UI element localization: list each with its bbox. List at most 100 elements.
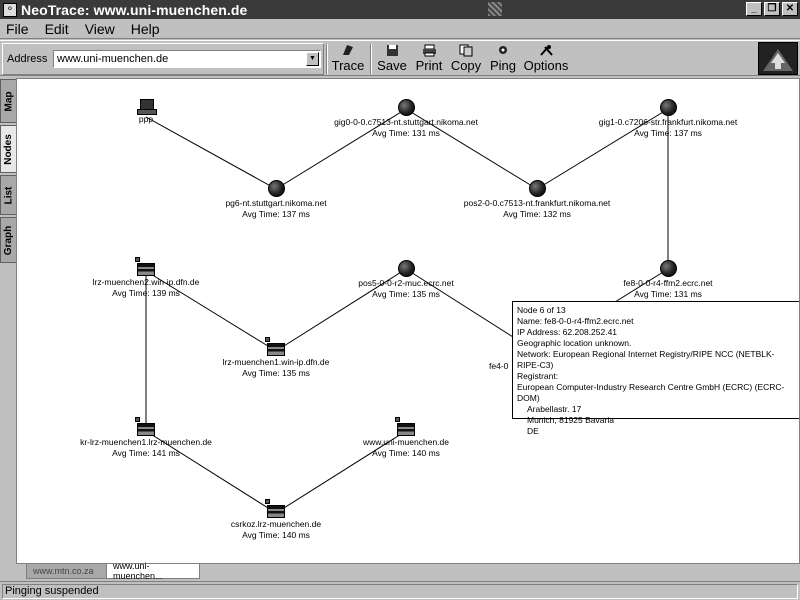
doc-tab-label: www.mtn.co.za <box>33 566 94 576</box>
close-button[interactable]: ✕ <box>782 2 798 16</box>
trace-label: Trace <box>331 58 365 73</box>
copy-button[interactable]: Copy <box>448 41 484 75</box>
link-line <box>145 116 277 190</box>
print-label: Print <box>415 58 443 73</box>
node-name: gig0-0-0.c7513-nt.stuttgart.nikoma.net <box>334 117 478 127</box>
router-icon <box>135 417 155 436</box>
tab-list[interactable]: List <box>0 175 16 215</box>
menu-view[interactable]: View <box>84 20 115 37</box>
computer-icon <box>137 99 157 115</box>
node-time: Avg Time: 135 ms <box>372 289 440 299</box>
tooltip-line: IP Address: 62.208.252.41 <box>517 327 618 337</box>
node-name: gig1-0.c7206-str.frankfurt.nikoma.net <box>598 117 738 127</box>
node-name: csrkoz.lrz-muenchen.de <box>230 519 322 529</box>
router-icon <box>265 337 285 356</box>
globe-icon <box>397 99 415 116</box>
tab-nodes-label: Nodes <box>3 133 14 165</box>
link-line <box>145 430 277 514</box>
ping-icon <box>495 43 511 57</box>
address-input[interactable]: www.uni-muenchen.de ▼ <box>53 50 321 68</box>
save-button[interactable]: Save <box>374 41 410 75</box>
save-label: Save <box>377 58 407 73</box>
node-name: pos2-0-0.c7513-nt.frankfurt.nikoma.net <box>463 198 611 208</box>
node-fe4[interactable]: fe4-0 <box>489 361 519 372</box>
link-line <box>275 108 407 190</box>
toolbar-divider <box>326 44 328 74</box>
doc-tab-mtn[interactable]: www.mtn.co.za <box>26 564 108 579</box>
node-gig0[interactable]: gig0-0-0.c7513-nt.stuttgart.nikoma.net A… <box>326 99 486 139</box>
options-label: Options <box>523 58 569 73</box>
node-name: ppp <box>138 114 154 124</box>
status-text: Pinging suspended <box>2 584 798 599</box>
menu-file[interactable]: File <box>6 20 29 37</box>
neotrace-logo <box>758 42 798 75</box>
globe-icon <box>528 180 546 197</box>
link-line <box>275 268 407 352</box>
menu-help[interactable]: Help <box>130 20 160 37</box>
node-kr-lrz-muenchen1[interactable]: kr-lrz-muenchen1.lrz-muenchen.de Avg Tim… <box>66 417 226 459</box>
window-title: NeoTrace: www.uni-muenchen.de <box>21 1 248 18</box>
link-line <box>606 268 669 308</box>
tab-nodes[interactable]: Nodes <box>0 125 16 173</box>
node-name: fe8-0-0-r4-ffm2.ecrc.net <box>623 278 713 288</box>
printer-icon <box>421 43 437 57</box>
link-line <box>275 430 407 514</box>
node-time: Avg Time: 131 ms <box>372 128 440 138</box>
address-label: Address <box>7 53 48 65</box>
node-gig1[interactable]: gig1-0.c7206-str.frankfurt.nikoma.net Av… <box>588 99 748 139</box>
tooltip-line: Geographic location unknown. <box>517 338 632 348</box>
link-line <box>405 268 514 338</box>
node-time: Avg Time: 141 ms <box>112 448 180 458</box>
node-pos5[interactable]: pos5-0-0-r2-muc.ecrc.net Avg Time: 135 m… <box>326 260 486 300</box>
ping-label: Ping <box>489 58 517 73</box>
node-pg6[interactable]: pg6-nt.stuttgart.nikoma.net Avg Time: 13… <box>196 180 356 220</box>
menu-edit[interactable]: Edit <box>44 20 69 37</box>
tooltip-line: Registrant: <box>517 371 559 381</box>
tab-map[interactable]: Map <box>0 79 16 123</box>
trace-button[interactable]: Trace <box>330 41 366 75</box>
copy-label: Copy <box>450 58 482 73</box>
tooltip-address-line: Arabellastr. 17 <box>527 404 582 414</box>
doc-tab-label: www.uni-muenchen... <box>113 561 163 581</box>
address-value: www.uni-muenchen.de <box>57 53 169 65</box>
tab-map-label: Map <box>3 91 14 111</box>
node-time: Avg Time: 135 ms <box>242 368 310 378</box>
copy-icon <box>458 43 474 57</box>
tab-graph[interactable]: Graph <box>0 217 16 263</box>
node-name: fe4-0 <box>489 361 509 371</box>
print-button[interactable]: Print <box>412 41 446 75</box>
node-time: Avg Time: 140 ms <box>372 448 440 458</box>
doc-tab-uni-muenchen[interactable]: www.uni-muenchen... <box>106 561 200 581</box>
router-icon <box>135 257 155 276</box>
node-name: pg6-nt.stuttgart.nikoma.net <box>225 198 327 208</box>
app-icon: ⚬ <box>3 2 17 17</box>
status-bar: Pinging suspended <box>0 581 800 600</box>
address-dropdown-button[interactable]: ▼ <box>306 52 319 66</box>
globe-icon <box>659 99 677 116</box>
link-line <box>536 108 669 190</box>
minimize-button[interactable]: _ <box>746 2 762 16</box>
link-line <box>405 108 538 190</box>
node-csrkoz[interactable]: csrkoz.lrz-muenchen.de Avg Time: 140 ms <box>196 499 356 541</box>
tab-list-label: List <box>3 186 14 204</box>
options-button[interactable]: Options <box>522 41 570 75</box>
node-fe8[interactable]: fe8-0-0-r4-ffm2.ecrc.net Avg Time: 131 m… <box>588 260 748 300</box>
ping-button[interactable]: Ping <box>486 41 520 75</box>
node-pos2[interactable]: pos2-0-0.c7513-nt.frankfurt.nikoma.net A… <box>457 180 617 220</box>
node-time: Avg Time: 137 ms <box>634 128 702 138</box>
node-name: kr-lrz-muenchen1.lrz-muenchen.de <box>80 437 212 447</box>
node-ppp[interactable]: ppp <box>66 99 226 125</box>
tooltip-line: European Computer-Industry Research Cent… <box>517 382 785 403</box>
node-time: Avg Time: 132 ms <box>503 209 571 219</box>
title-bar: ⚬ NeoTrace: www.uni-muenchen.de _ ❐ ✕ <box>0 0 800 19</box>
node-lrz-muenchen1[interactable]: lrz-muenchen1.win-ip.dfn.de Avg Time: 13… <box>196 337 356 379</box>
tooltip-line: Name: fe8-0-0-r4-ffm2.ecrc.net <box>517 316 634 326</box>
restore-button[interactable]: ❐ <box>764 2 780 16</box>
floppy-icon <box>384 43 400 57</box>
node-www-uni-muenchen[interactable]: www.uni-muenchen.de Avg Time: 140 ms <box>326 417 486 459</box>
document-tabs: www.mtn.co.za www.uni-muenchen... <box>16 561 800 581</box>
trace-canvas[interactable]: ppp gig0-0-0.c7513-nt.stuttgart.nikoma.n… <box>16 78 800 564</box>
node-lrz-muenchen2[interactable]: lrz-muenchen2.win-ip.dfn.de Avg Time: 13… <box>66 257 226 299</box>
view-tabs: Map Nodes List Graph <box>0 79 16 579</box>
router-icon <box>265 499 285 518</box>
